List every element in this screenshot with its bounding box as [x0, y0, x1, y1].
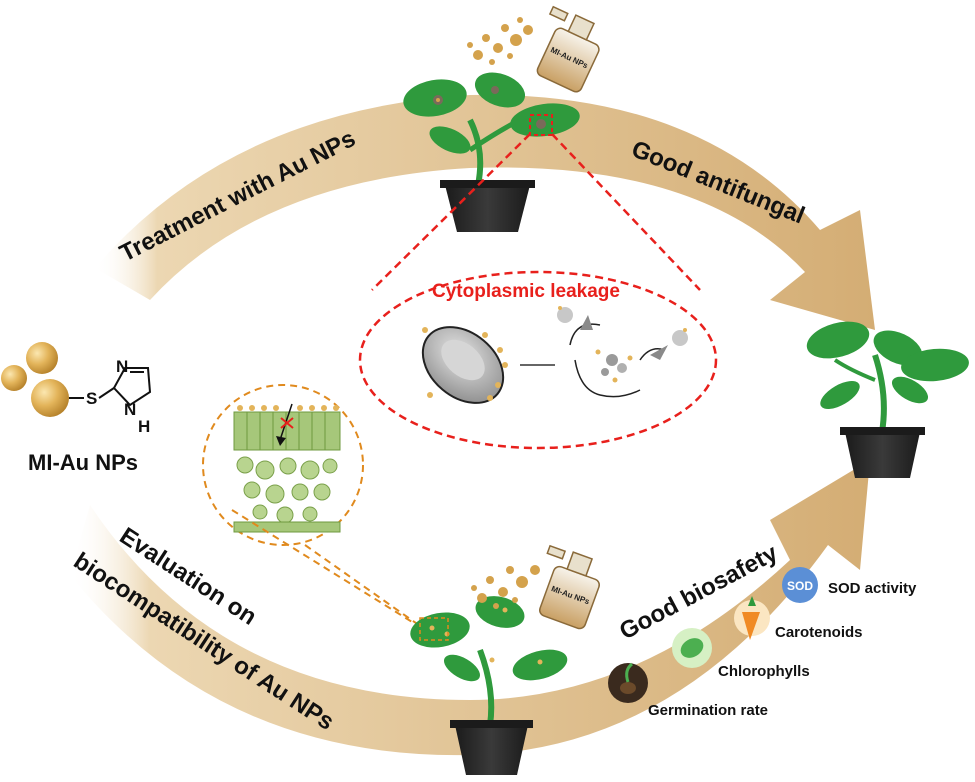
sod-badge: SOD	[787, 579, 813, 593]
treated-plant-top	[403, 72, 580, 232]
top-arc-arrow	[95, 94, 875, 331]
germination-label: Germination rate	[648, 702, 768, 719]
spray-bottle-top: MI-Au NPs	[467, 5, 600, 93]
atom-s: S	[86, 389, 97, 408]
blocked-arrow	[276, 403, 294, 446]
evaluated-plant-bottom	[410, 596, 568, 775]
au-nanoparticle	[1, 365, 27, 391]
spray-droplets-top	[467, 17, 533, 65]
bottom-arc-arrow	[70, 460, 870, 756]
mi-au-molecule: S N N H MI-Au NPs	[1, 342, 152, 475]
leakage-panel: Cytoplasmic leakage	[358, 270, 718, 450]
spray-bottle-bottom: MI-Au NPs	[471, 544, 601, 630]
molecule-caption: MI-Au NPs	[28, 450, 138, 475]
leaked-content	[557, 306, 688, 383]
atom-nh-h: H	[138, 417, 150, 436]
treatment-label: Treatment with Au NPs	[115, 125, 359, 267]
au-nanoparticle	[26, 342, 58, 374]
sod-activity-label: SOD activity	[828, 580, 917, 597]
healthy-plant-right	[806, 321, 969, 478]
fungal-cell	[421, 326, 508, 404]
leaf-icon	[672, 628, 712, 668]
biosafety-indicators: SOD SOD activity Carotenoids Chlorophyll…	[608, 567, 917, 719]
atom-n: N	[116, 357, 128, 376]
seed-icon	[608, 662, 648, 703]
au-nanoparticle	[31, 379, 69, 417]
leakage-title: Cytoplasmic leakage	[432, 281, 620, 302]
chlorophylls-label: Chlorophylls	[718, 663, 810, 680]
carrot-icon	[734, 596, 770, 640]
spray-droplets-bottom	[471, 565, 540, 609]
atom-nh-n: N	[124, 400, 136, 419]
sod-icon: SOD	[782, 567, 818, 603]
leaf-cross-section	[202, 384, 364, 546]
zoom-lines-red	[371, 133, 701, 291]
carotenoids-label: Carotenoids	[775, 624, 863, 641]
